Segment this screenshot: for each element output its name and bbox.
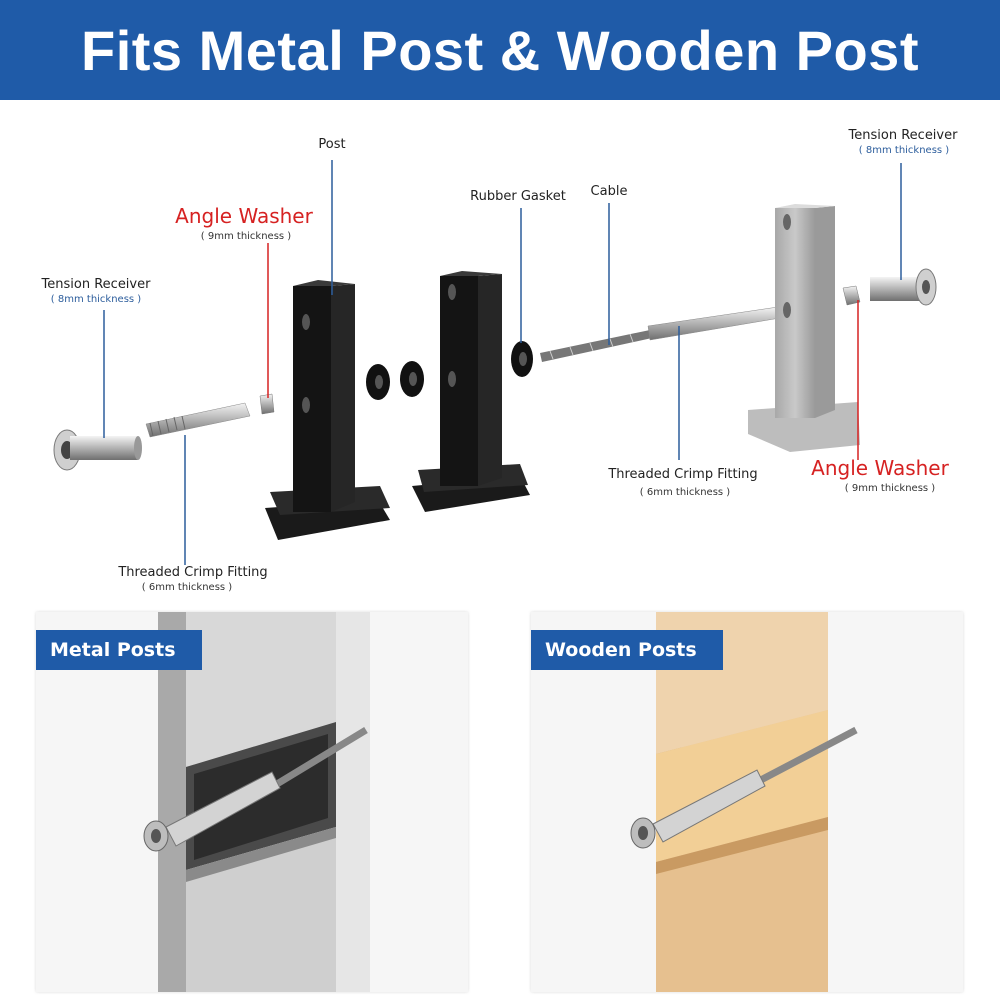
- label-cable: Cable: [590, 184, 628, 199]
- label-tension-receiver-right-sub: ( 8mm thickness ): [858, 145, 950, 156]
- metal-post-illustration: [36, 612, 468, 992]
- label-post: Post: [318, 137, 346, 152]
- tension-receiver-left-part: [53, 429, 142, 471]
- angle-washer-right-part: [842, 285, 861, 306]
- label-threaded-crimp-left: Threaded Crimp Fitting: [118, 565, 268, 580]
- tension-receiver-right-part: [870, 268, 937, 306]
- label-tension-receiver-left-sub: ( 8mm thickness ): [50, 294, 142, 305]
- rubber-gasket-part: [511, 341, 533, 377]
- grey-post-right: [748, 204, 860, 452]
- wooden-posts-panel: Wooden Posts: [531, 612, 963, 992]
- metal-posts-title: Metal Posts: [50, 639, 176, 661]
- metal-posts-panel: Metal Posts: [36, 612, 468, 992]
- label-angle-washer-left-sub: ( 9mm thickness ): [200, 231, 292, 242]
- wooden-post-illustration: [531, 612, 963, 992]
- banner-title: Fits Metal Post & Wooden Post: [81, 18, 919, 82]
- angle-washer-left-part: [259, 393, 275, 415]
- black-post-left: [265, 280, 390, 540]
- label-threaded-crimp-left-sub: ( 6mm thickness ): [141, 582, 233, 593]
- title-banner: Fits Metal Post & Wooden Post: [0, 0, 1000, 100]
- metal-posts-tag: Metal Posts: [36, 630, 202, 670]
- threaded-crimp-right-part: [647, 306, 781, 341]
- black-post-middle: [412, 271, 530, 512]
- wooden-posts-title: Wooden Posts: [545, 639, 697, 661]
- label-rubber-gasket: Rubber Gasket: [470, 189, 566, 204]
- label-tension-receiver-left: Tension Receiver: [41, 277, 151, 292]
- diagram-illustration: [53, 160, 937, 565]
- label-threaded-crimp-right-sub: ( 6mm thickness ): [639, 487, 731, 498]
- threaded-crimp-left-part: [145, 402, 251, 438]
- label-threaded-crimp-right: Threaded Crimp Fitting: [608, 467, 758, 482]
- wooden-posts-tag: Wooden Posts: [531, 630, 723, 670]
- exploded-diagram: Post Angle Washer ( 9mm thickness ) Tens…: [0, 100, 1000, 610]
- label-angle-washer-left: Angle Washer: [175, 204, 313, 228]
- label-angle-washer-right: Angle Washer: [811, 456, 949, 480]
- label-angle-washer-right-sub: ( 9mm thickness ): [844, 483, 936, 494]
- cable-part: [540, 330, 652, 362]
- rubber-gaskets-pair: [366, 361, 424, 400]
- label-tension-receiver-right: Tension Receiver: [848, 128, 958, 143]
